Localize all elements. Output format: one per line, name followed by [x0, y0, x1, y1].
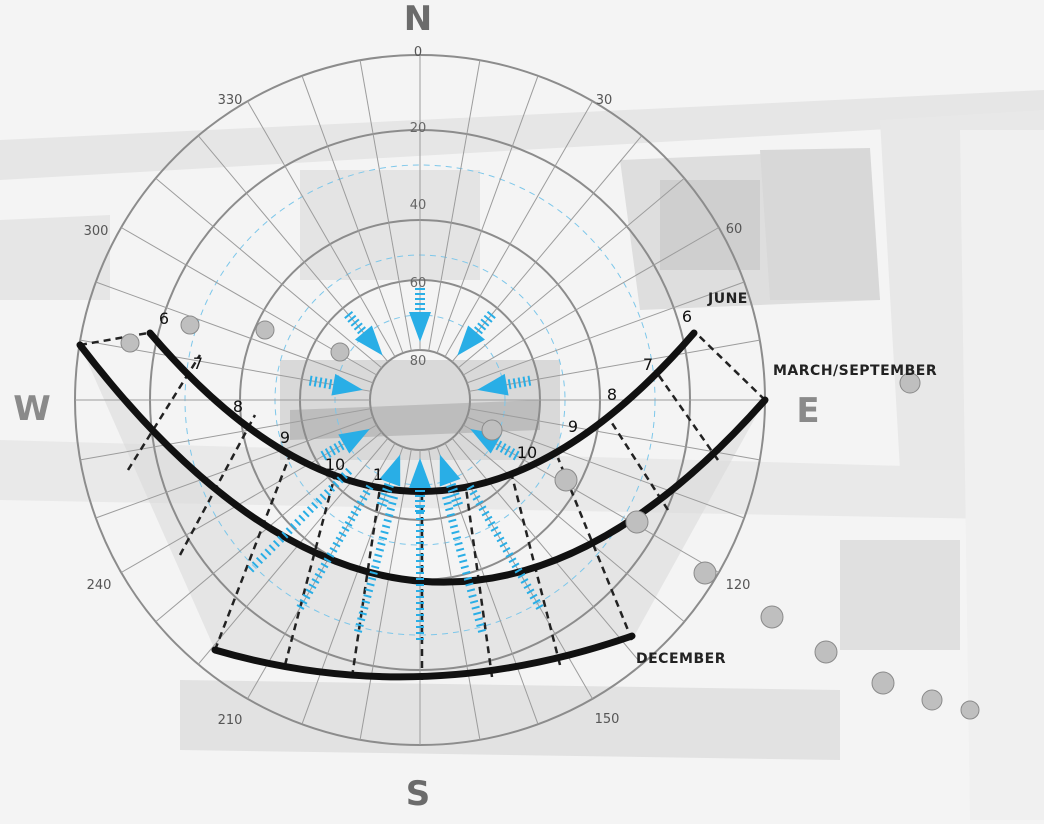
hour-label: 7	[643, 355, 653, 374]
azimuth-grid-line	[444, 100, 593, 357]
azimuth-grid-line	[463, 424, 720, 573]
wind-arrow-icon	[331, 373, 363, 396]
azimuth-label: 30	[596, 93, 613, 108]
azimuth-label: 150	[595, 712, 620, 727]
azimuth-label: 330	[218, 93, 243, 108]
season-label-december: DECEMBER	[636, 651, 726, 667]
wind-arrow-icon	[355, 325, 383, 356]
azimuth-grid-line	[197, 437, 389, 665]
azimuth-grid-line	[359, 60, 412, 351]
azimuth-grid-line	[247, 100, 396, 357]
hour-label: 9	[280, 428, 290, 447]
azimuth-label: 0	[414, 45, 422, 60]
wind-arrow-tail	[320, 440, 345, 461]
azimuth-label: 60	[726, 222, 743, 237]
wind-arrow-icon	[338, 429, 370, 454]
azimuth-grid-line	[451, 437, 643, 665]
azimuth-grid-line	[466, 416, 745, 519]
azimuth-grid-line	[155, 177, 383, 369]
hour-label: 6	[159, 309, 169, 328]
wind-arrow-icon	[457, 325, 485, 356]
azimuth-grid-line	[466, 281, 745, 384]
hour-label: 10	[325, 455, 345, 474]
east-label: E	[796, 391, 819, 431]
altitude-label: 60	[410, 276, 427, 291]
azimuth-grid-line	[463, 227, 720, 376]
azimuth-grid-line	[428, 449, 481, 740]
south-label: S	[406, 774, 431, 814]
hour-label: 1	[373, 465, 383, 484]
sun-path-equinox	[76, 341, 769, 586]
wind-arrow-icon	[409, 458, 431, 488]
west-label: W	[13, 389, 51, 429]
wind-arrow-tail	[507, 375, 532, 390]
azimuth-grid-line	[451, 135, 643, 363]
hour-label: 10	[517, 443, 537, 462]
wind-arrow-icon	[439, 454, 461, 487]
azimuth-label: 300	[84, 224, 109, 239]
azimuth-grid-line	[436, 75, 539, 354]
wind-arrow-tail	[308, 375, 333, 390]
altitude-label: 20	[410, 121, 427, 136]
azimuth-grid-line	[457, 431, 685, 623]
azimuth-label: 120	[726, 578, 751, 593]
sun-path-shaded-band	[80, 345, 765, 676]
wind-arrow-icon	[379, 454, 401, 487]
wind-arrow-tail	[474, 310, 496, 335]
azimuth-grid-line	[95, 281, 374, 384]
trees	[120, 315, 980, 720]
wind-arrow-tail	[376, 482, 394, 507]
sun-path-december	[211, 632, 636, 681]
north-label: N	[404, 0, 432, 39]
hour-label: 9	[568, 417, 578, 436]
azimuth-grid-line	[95, 416, 374, 519]
wind-arrow-tail	[344, 310, 366, 335]
azimuth-grid-line	[457, 177, 685, 369]
wind-arrows	[247, 288, 544, 640]
season-label-june: JUNE	[707, 291, 748, 307]
wind-arrow-tail	[446, 482, 464, 507]
azimuth-grid-line	[359, 449, 412, 740]
hour-label: 8	[607, 385, 617, 404]
azimuth-label: 240	[87, 578, 112, 593]
azimuth-grid-line	[436, 446, 539, 725]
azimuth-label: 210	[218, 713, 243, 728]
azimuth-radial-lines	[75, 55, 765, 745]
wind-arrow-icon	[477, 373, 509, 396]
azimuth-grid-line	[428, 60, 481, 351]
season-label-equinox: MARCH/SEPTEMBER	[773, 363, 937, 379]
azimuth-grid-line	[80, 408, 371, 461]
azimuth-grid-line	[301, 446, 404, 725]
hour-label: 8	[233, 397, 243, 416]
wind-arrow-icon	[409, 312, 431, 342]
wind-arrow-tail	[495, 440, 520, 461]
azimuth-grid-line	[301, 75, 404, 354]
azimuth-grid-line	[120, 424, 377, 573]
altitude-label: 80	[410, 354, 427, 369]
azimuth-grid-line	[197, 135, 389, 363]
hour-label: 7	[193, 354, 203, 373]
hour-label: 6	[682, 307, 692, 326]
altitude-label: 40	[410, 198, 427, 213]
